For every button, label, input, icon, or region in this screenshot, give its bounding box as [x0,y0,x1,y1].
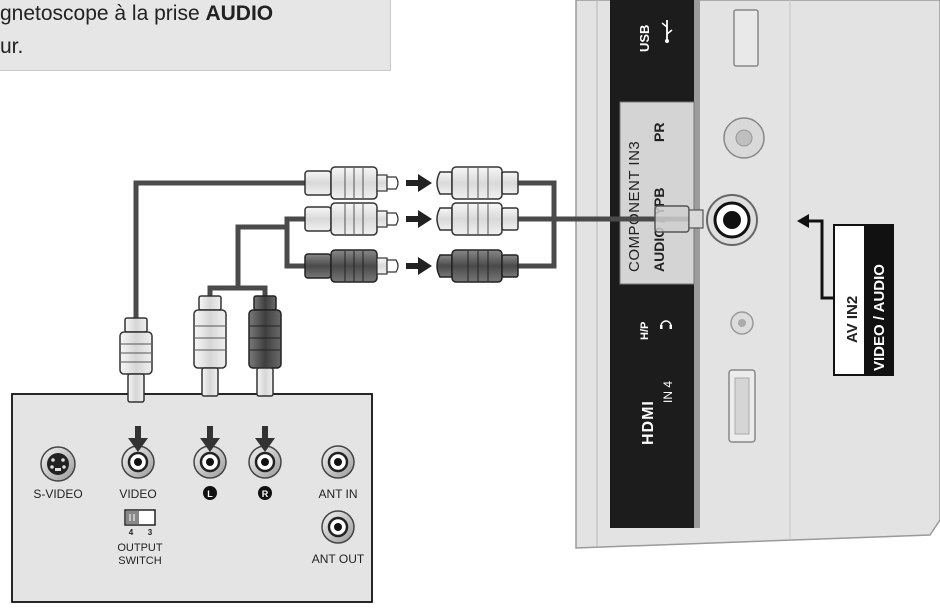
left-badge [203,486,217,500]
output-switch-label-line2: SWITCH [118,555,161,567]
pb-label: PB [651,188,667,207]
tv-strip-edge [694,0,700,528]
switch-position-4: 4 [129,528,134,537]
ant-out-label: ANT OUT [312,552,365,566]
hdmi-port-inner [734,377,750,435]
audio-left-cable [207,216,305,296]
vcr-back-panel [11,393,373,603]
ant-out-port[interactable] [321,510,355,544]
rca-plug-audio-white-vertical [193,295,227,397]
vcr-vertical-plugs [119,295,282,403]
av-in2-jack[interactable] [706,194,758,246]
plug-in-arrow-audio-left [200,426,220,452]
audio-right-cable [284,227,305,269]
av-in2-arrowhead [797,214,809,228]
plug-in-arrow-video [128,426,148,452]
rca-plug-video-left [304,166,399,200]
rca-plug-audio-red-left [304,249,399,283]
av-in2-label: AV IN2 [844,296,861,343]
instruction-bold-term: AUDIO [205,2,274,25]
svideo-port[interactable] [40,446,76,482]
output-switch[interactable] [124,509,156,526]
switch-position-3: 3 [148,528,153,537]
instruction-text: gnetoscope à la prise AUDIO [0,2,273,26]
pr-label: PR [651,123,667,142]
component-jack-upper-center [735,129,753,147]
rca-jack-audio-red-right [436,249,519,283]
plug-in-arrow-audio-right [255,426,275,452]
headphone-jack-center [738,319,746,327]
ant-in-label: ANT IN [318,487,357,501]
component-label-box [619,101,695,285]
video-cable [133,180,305,318]
usb-icon [661,20,673,43]
svideo-label: S-VIDEO [33,487,82,501]
video-label: VIDEO [119,487,156,501]
hdmi-in4-label: IN 4 [661,381,675,403]
vcr-side-plugs [304,166,399,283]
rca-jack-video-right [436,166,519,200]
tv-inserted-plug [654,205,704,233]
arrow-audio-left [406,210,432,228]
tv-side-plugs [436,166,519,283]
tv-side-panel: USB COMPONENT IN3 PB PR AUDIO / Y H/P HD… [575,0,940,549]
rca-plug-audio-red-vertical [248,295,282,397]
rca-plug-video-vertical [119,317,153,403]
av-in2-label-band [864,226,892,374]
hdmi-logo: HDMI [640,400,657,445]
rca-plug-audio-white-left [304,202,399,236]
output-switch-label-line1: OUTPUT [117,542,163,554]
rca-jack-audio-white-right [436,202,519,236]
video-out-port[interactable] [121,445,155,479]
arrow-video [406,174,432,192]
instruction-text-continued: ur. [0,35,24,58]
instruction-text-part: gnetoscope à la prise [0,2,206,25]
connection-arrows [406,174,432,275]
usb-label: USB [637,25,652,52]
audio-left-port[interactable] [193,445,227,479]
left-badge-text: L [207,489,213,499]
component-in3-label: COMPONENT IN3 [626,141,643,272]
cable-lines [133,180,700,318]
vcr-ports: S-VIDEO VIDEO L [33,426,365,567]
right-badge [258,486,272,500]
av-in2-arrow [805,219,838,300]
arrow-audio-right [406,257,432,275]
audio-right-cable-join [238,285,268,296]
instruction-box: gnetoscope à la prise AUDIO ur. [0,0,391,71]
right-badge-text: R [262,489,269,499]
tv-audio-right-cable [518,219,557,269]
vcr-panel-body [11,393,373,603]
usb-port[interactable] [733,9,759,67]
headphone-icon [660,320,672,329]
video-audio-label: VIDEO / AUDIO [871,264,888,371]
hp-label: H/P [639,322,651,340]
ant-in-port[interactable] [321,445,355,479]
